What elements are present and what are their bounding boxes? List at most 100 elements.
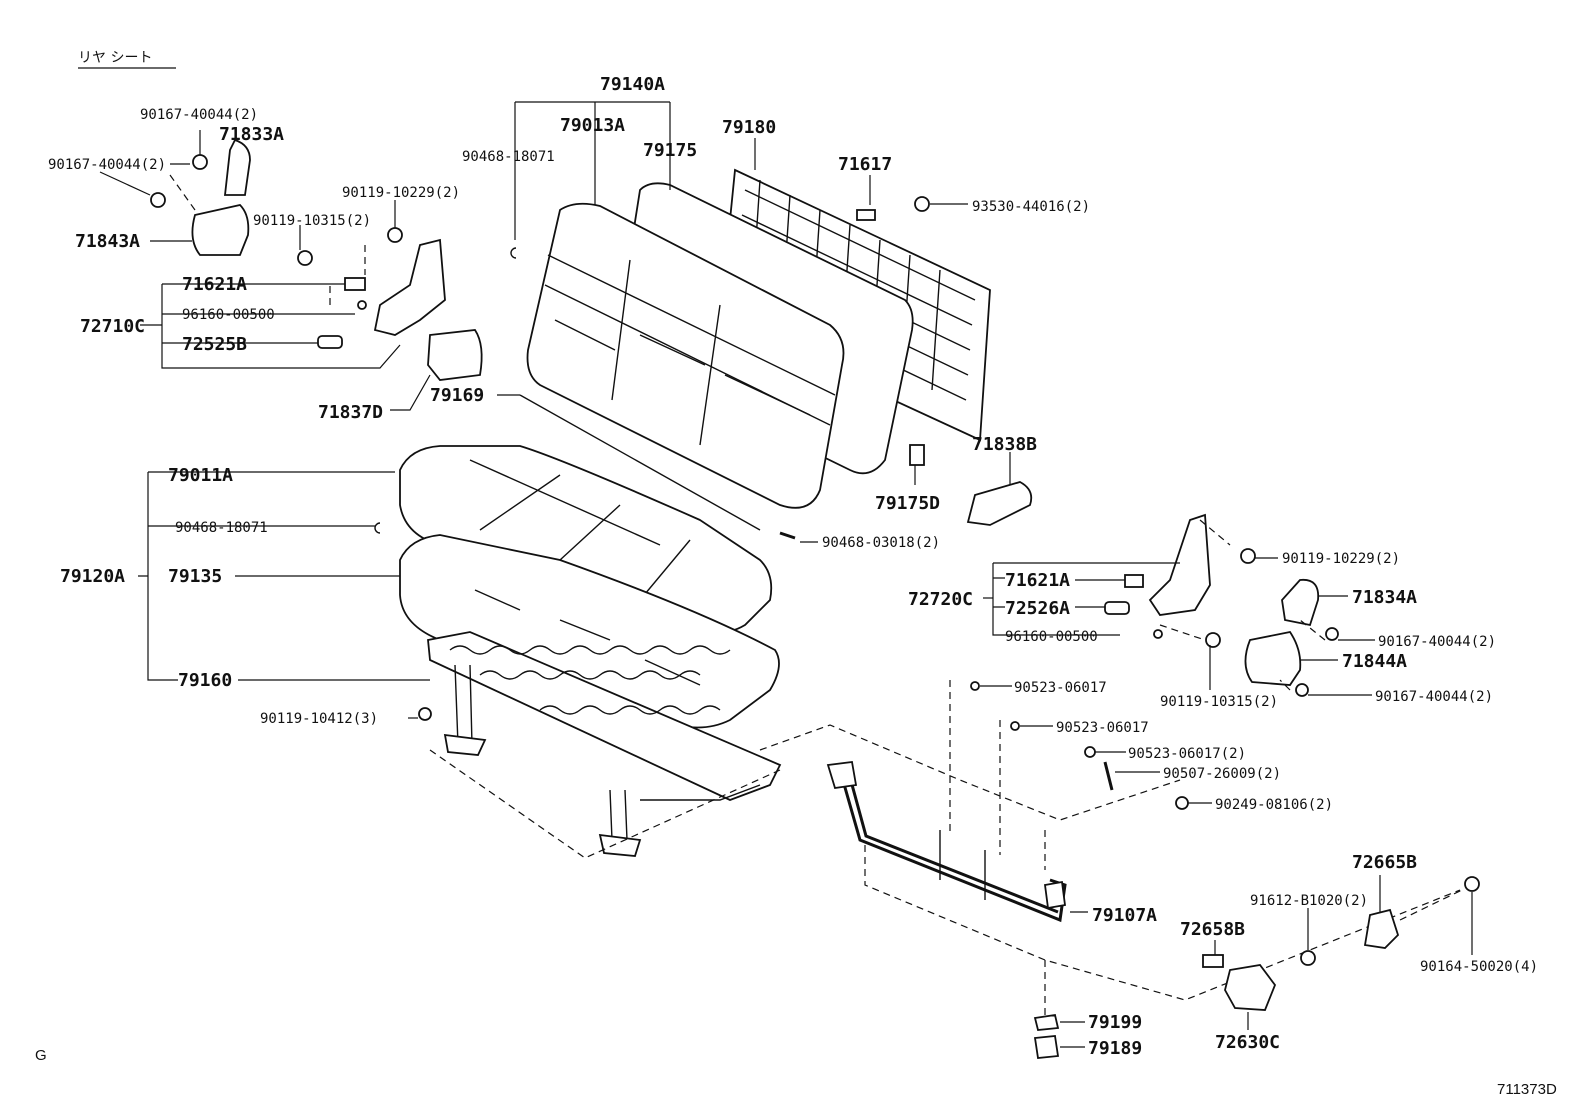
- label-90167-40044-b: 90167-40044(2): [48, 157, 166, 173]
- bracket-72665B: [1363, 908, 1400, 949]
- label-90119-10315-a: 90119-10315(2): [253, 213, 371, 229]
- bolt-90249: [1175, 796, 1189, 810]
- label-90523-06017-b: 90523-06017: [1056, 720, 1149, 736]
- label-91612-B1020: 91612-B1020(2): [1250, 893, 1368, 909]
- label-90468-03018: 90468-03018(2): [822, 535, 940, 551]
- spring-90507: [1103, 761, 1114, 791]
- cover-71834A: [1281, 578, 1320, 627]
- label-79199: 79199: [1088, 1012, 1142, 1033]
- washer-b: [1153, 629, 1163, 639]
- screw-a: [192, 154, 208, 170]
- clip-90468-c: [779, 531, 796, 540]
- bolt-b: [387, 227, 403, 243]
- label-90507-26009: 90507-26009(2): [1163, 766, 1281, 782]
- bolt-a: [297, 250, 313, 266]
- label-90468-18071-b: 90468-18071: [175, 520, 268, 536]
- footer-left: G: [35, 1047, 47, 1064]
- dashed-leaders: [169, 174, 1463, 921]
- label-72658B: 72658B: [1180, 919, 1245, 940]
- label-71844A: 71844A: [1342, 651, 1407, 672]
- cover-71844A: [1244, 630, 1302, 686]
- left-hinge-group: [150, 138, 483, 381]
- clip-71617: [856, 209, 876, 221]
- bolt-90119-c: [418, 707, 432, 721]
- ring-90468-b: [374, 522, 381, 534]
- label-71838B: 71838B: [972, 434, 1037, 455]
- label-90167-40044-a: 90167-40044(2): [140, 107, 258, 123]
- rod-79169: [519, 394, 761, 531]
- hinge-72710C: [373, 238, 446, 336]
- clip-90523-a: [970, 681, 980, 691]
- label-90167-40044-d: 90167-40044(2): [1375, 689, 1493, 705]
- cap-79199: [1033, 1013, 1060, 1031]
- label-79107A: 79107A: [1092, 905, 1157, 926]
- ring-90468-a: [510, 247, 517, 259]
- seat-cushion-frame: [427, 631, 782, 857]
- screw-b: [150, 192, 166, 208]
- clip-90523-b: [1010, 721, 1020, 731]
- right-hinge-group: [1104, 513, 1339, 697]
- bolt-90164: [1464, 876, 1480, 892]
- seat-rail-79107A: [826, 761, 1067, 923]
- label-79140A: 79140A: [600, 74, 665, 95]
- cover-71833A: [223, 138, 251, 196]
- label-72665B: 72665B: [1352, 852, 1417, 873]
- clip-71621A-b: [1124, 574, 1144, 588]
- label-79120A: 79120A: [60, 566, 125, 587]
- label-90167-40044-c: 90167-40044(2): [1378, 634, 1496, 650]
- label-72526A: 72526A: [1005, 598, 1070, 619]
- cover-71837D: [427, 329, 483, 381]
- screw-d: [1295, 683, 1309, 697]
- rail-outline-drops: [949, 680, 1046, 870]
- cover-71838B: [966, 481, 1033, 526]
- label-72710C: 72710C: [80, 316, 145, 337]
- label-71837D: 71837D: [318, 402, 383, 423]
- label-72630C: 72630C: [1215, 1032, 1280, 1053]
- label-79013A: 79013A: [560, 115, 625, 136]
- bolt-93530: [914, 196, 930, 212]
- rail-outline-top: [759, 724, 1181, 821]
- label-72525B: 72525B: [182, 334, 247, 355]
- label-96160-00500-b: 96160-00500: [1005, 629, 1098, 645]
- label-71834A: 71834A: [1352, 587, 1417, 608]
- washer-a: [357, 300, 367, 310]
- label-90119-10229-b: 90119-10229(2): [1282, 551, 1400, 567]
- label-79011A: 79011A: [168, 465, 233, 486]
- label-90468-18071-a: 90468-18071: [462, 149, 555, 165]
- label-90523-06017-a: 90523-06017: [1014, 680, 1107, 696]
- label-90119-10315-b: 90119-10315(2): [1160, 694, 1278, 710]
- label-93530-44016: 93530-44016(2): [972, 199, 1090, 215]
- label-79160: 79160: [178, 670, 232, 691]
- bracket-72630C: [1224, 964, 1277, 1011]
- cap-79189: [1033, 1035, 1060, 1059]
- clip-90523-c: [1084, 746, 1096, 758]
- label-79135: 79135: [168, 566, 222, 587]
- label-72720C: 72720C: [908, 589, 973, 610]
- label-90249-08106: 90249-08106(2): [1215, 797, 1333, 813]
- label-71833A: 71833A: [219, 124, 284, 145]
- bolt-d: [1205, 632, 1221, 648]
- cover-71843A: [191, 204, 250, 256]
- label-90164-50020: 90164-50020(4): [1420, 959, 1538, 975]
- label-79169: 79169: [430, 385, 484, 406]
- cap-72658B: [1202, 954, 1224, 968]
- label-90119-10229-a: 90119-10229(2): [342, 185, 460, 201]
- frame-outline: [429, 749, 781, 859]
- pad-79175D: [909, 444, 925, 466]
- diagram-title: リヤ シート: [78, 50, 152, 66]
- label-90119-10412: 90119-10412(3): [260, 711, 378, 727]
- label-79180: 79180: [722, 117, 776, 138]
- clip-71621A: [344, 277, 366, 291]
- label-71621A-b: 71621A: [1005, 570, 1070, 591]
- label-71621A: 71621A: [182, 274, 247, 295]
- hinge-72720C: [1148, 513, 1211, 616]
- seat-back-cover: [526, 202, 845, 509]
- label-79175: 79175: [643, 140, 697, 161]
- bolt-c: [1240, 548, 1256, 564]
- label-90523-06017-c: 90523-06017(2): [1128, 746, 1246, 762]
- label-79175D: 79175D: [875, 493, 940, 514]
- knob-72526A: [1104, 601, 1130, 615]
- footer-right: 711373D: [1497, 1081, 1557, 1098]
- label-79189: 79189: [1088, 1038, 1142, 1059]
